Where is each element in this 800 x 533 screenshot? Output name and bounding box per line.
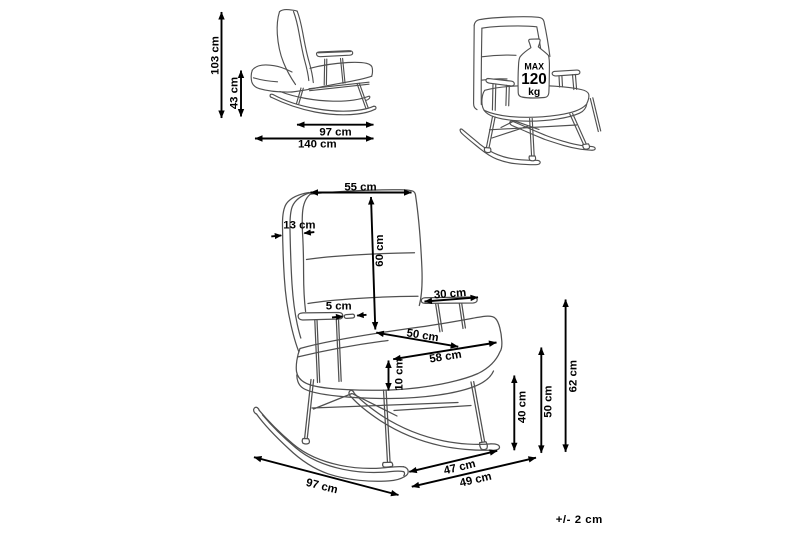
svg-text:30 cm: 30 cm <box>433 287 466 302</box>
svg-text:97 cm: 97 cm <box>319 126 351 138</box>
svg-text:49 cm: 49 cm <box>459 471 493 490</box>
svg-text:10 cm: 10 cm <box>393 358 405 390</box>
svg-text:140 cm: 140 cm <box>298 139 337 151</box>
svg-text:103 cm: 103 cm <box>210 36 222 75</box>
svg-text:40 cm: 40 cm <box>516 391 528 423</box>
svg-text:+/- 2 cm: +/- 2 cm <box>556 514 603 526</box>
svg-text:60 cm: 60 cm <box>374 234 386 266</box>
svg-text:120: 120 <box>521 71 547 88</box>
svg-text:43 cm: 43 cm <box>229 77 241 109</box>
svg-text:55 cm: 55 cm <box>344 181 376 193</box>
svg-text:58 cm: 58 cm <box>429 349 463 366</box>
svg-text:50 cm: 50 cm <box>543 385 555 417</box>
svg-text:5 cm: 5 cm <box>326 300 352 312</box>
svg-text:kg: kg <box>528 87 540 98</box>
svg-text:97 cm: 97 cm <box>305 477 339 497</box>
svg-text:MAX: MAX <box>524 62 544 72</box>
svg-text:62 cm: 62 cm <box>567 360 579 392</box>
svg-text:50 cm: 50 cm <box>406 327 440 344</box>
svg-text:13 cm: 13 cm <box>283 220 315 232</box>
